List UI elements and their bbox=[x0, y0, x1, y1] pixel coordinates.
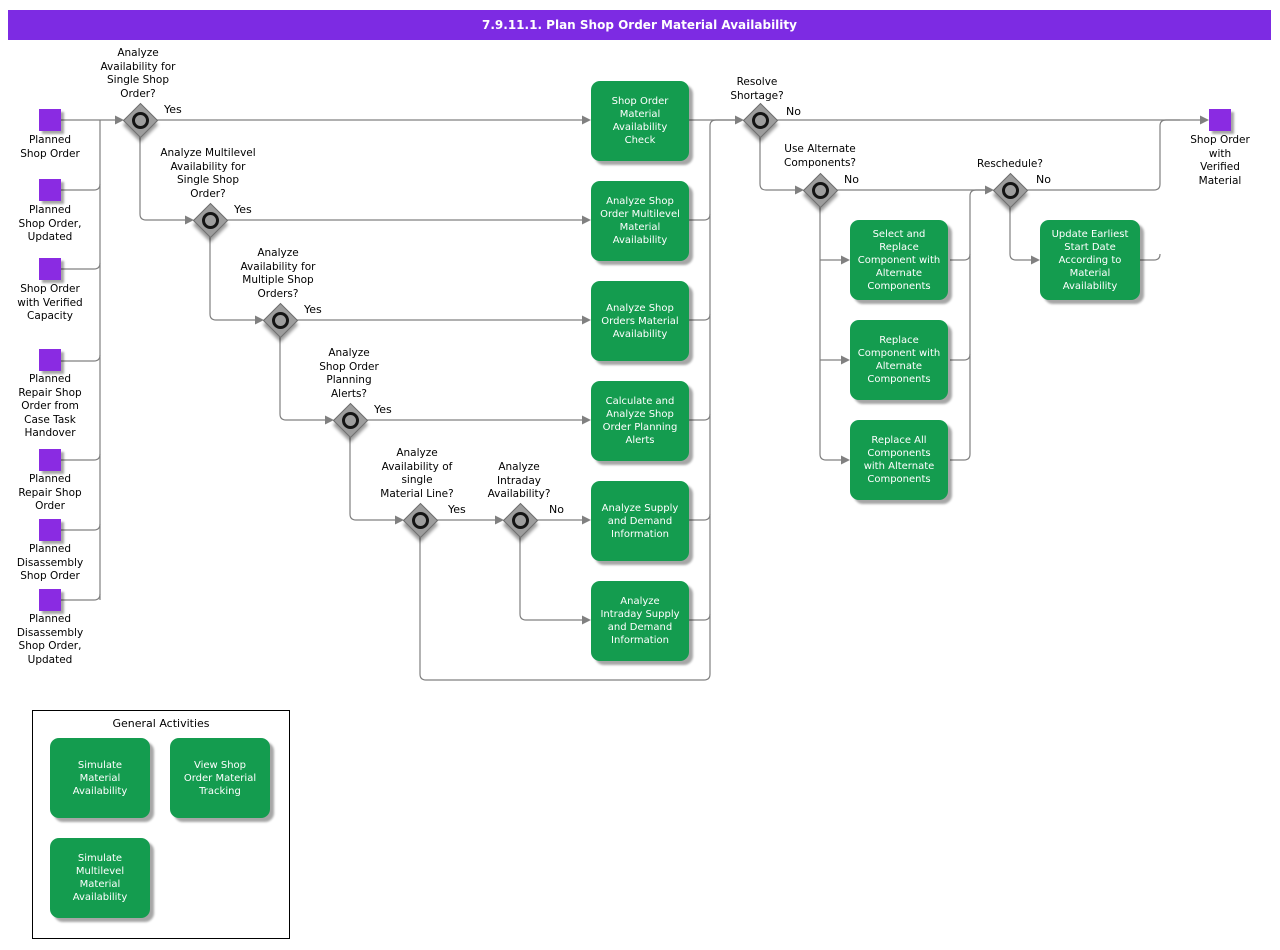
artifact-planned-shop-order[interactable] bbox=[39, 109, 61, 131]
task-label: Simulate Material Availability bbox=[72, 759, 128, 797]
artifact-label: Shop Order with Verified Material bbox=[1190, 134, 1250, 187]
artifact-label: Planned Disassembly Shop Order bbox=[16, 543, 84, 582]
task-label: View Shop Order Material Tracking bbox=[183, 759, 257, 797]
gateway-analyze-multilevel-availability-single-shop-order bbox=[192, 202, 229, 239]
gateway-question: Analyze Intraday Availability? bbox=[487, 461, 551, 500]
gateway-question: Analyze Availability for Single Shop Ord… bbox=[100, 47, 176, 100]
task-label: Analyze Supply and Demand Information bbox=[601, 502, 679, 540]
branch-label: Yes bbox=[304, 303, 322, 316]
gateway-circle-icon bbox=[408, 508, 433, 533]
task-analyze-shop-orders-material-availability[interactable]: Analyze Shop Orders Material Availabilit… bbox=[591, 281, 689, 361]
task-label: Simulate Multilevel Material Availabilit… bbox=[72, 853, 128, 903]
task-replace-component-with-alternate-components[interactable]: Replace Component with Alternate Compone… bbox=[850, 320, 948, 400]
gateway-analyze-availability-single-shop-order bbox=[122, 102, 159, 139]
task-label: Replace Component with Alternate Compone… bbox=[857, 335, 941, 385]
gateway-circle-icon bbox=[508, 508, 533, 533]
gateway-reschedule bbox=[992, 172, 1029, 209]
task-view-shop-order-material-tracking[interactable]: View Shop Order Material Tracking bbox=[170, 738, 270, 818]
task-label: Analyze Shop Orders Material Availabilit… bbox=[601, 302, 679, 340]
artifact-shop-order-with-verified-capacity[interactable] bbox=[39, 258, 61, 280]
gateway-circle-icon bbox=[338, 408, 363, 433]
task-select-and-replace-component-with-alternate-components[interactable]: Select and Replace Component with Altern… bbox=[850, 220, 948, 300]
branch-label: Yes bbox=[234, 203, 252, 216]
task-analyze-intraday-supply-and-demand-information[interactable]: Analyze Intraday Supply and Demand Infor… bbox=[591, 581, 689, 661]
branch-label: No bbox=[844, 173, 859, 186]
task-label: Update Earliest Start Date According to … bbox=[1051, 228, 1129, 292]
branch-label: No bbox=[1036, 173, 1051, 186]
gateway-circle-icon bbox=[198, 208, 223, 233]
task-label: Analyze Shop Order Multilevel Material A… bbox=[600, 196, 680, 246]
artifact-shop-order-with-verified-material[interactable] bbox=[1209, 109, 1231, 131]
artifact-label: Planned Repair Shop Order from Case Task… bbox=[18, 373, 82, 439]
branch-label: Yes bbox=[448, 503, 466, 516]
gateway-analyze-intraday-availability bbox=[502, 502, 539, 539]
artifact-planned-repair-shop-order-from-case-task-handover[interactable] bbox=[39, 349, 61, 371]
diagram-title-bar: 7.9.11.1. Plan Shop Order Material Avail… bbox=[8, 10, 1271, 40]
task-label: Calculate and Analyze Shop Order Plannin… bbox=[602, 396, 678, 446]
task-simulate-multilevel-material-availability[interactable]: Simulate Multilevel Material Availabilit… bbox=[50, 838, 150, 918]
gateway-analyze-availability-single-material-line bbox=[402, 502, 439, 539]
artifact-planned-repair-shop-order[interactable] bbox=[39, 449, 61, 471]
artifact-label: Planned Disassembly Shop Order, Updated bbox=[16, 613, 84, 666]
artifact-planned-disassembly-shop-order[interactable] bbox=[39, 519, 61, 541]
gateway-circle-icon bbox=[748, 108, 773, 133]
task-simulate-material-availability[interactable]: Simulate Material Availability bbox=[50, 738, 150, 818]
artifact-planned-disassembly-shop-order-updated[interactable] bbox=[39, 589, 61, 611]
task-shop-order-material-availability-check[interactable]: Shop Order Material Availability Check bbox=[591, 81, 689, 161]
gateway-analyze-shop-order-planning-alerts bbox=[332, 402, 369, 439]
gateway-question: Analyze Shop Order Planning Alerts? bbox=[319, 347, 379, 400]
task-analyze-shop-order-multilevel-material-availability[interactable]: Analyze Shop Order Multilevel Material A… bbox=[591, 181, 689, 261]
task-calculate-and-analyze-shop-order-planning-alerts[interactable]: Calculate and Analyze Shop Order Plannin… bbox=[591, 381, 689, 461]
branch-label: Yes bbox=[164, 103, 182, 116]
gateway-question: Resolve Shortage? bbox=[730, 76, 784, 102]
gateway-analyze-availability-multiple-shop-orders bbox=[262, 302, 299, 339]
artifact-label: Planned Repair Shop Order bbox=[18, 473, 82, 512]
gateway-circle-icon bbox=[128, 108, 153, 133]
gateway-circle-icon bbox=[808, 178, 833, 203]
branch-label: No bbox=[786, 105, 801, 118]
gateway-question: Analyze Availability for Multiple Shop O… bbox=[240, 247, 316, 300]
task-label: Shop Order Material Availability Check bbox=[611, 96, 669, 146]
task-replace-all-components-with-alternate-components[interactable]: Replace All Components with Alternate Co… bbox=[850, 420, 948, 500]
branch-label: No bbox=[549, 503, 564, 516]
artifact-label: Shop Order with Verified Capacity bbox=[17, 283, 83, 322]
gateway-question: Use Alternate Components? bbox=[783, 143, 856, 169]
general-activities-title: General Activities bbox=[112, 717, 210, 730]
task-label: Analyze Intraday Supply and Demand Infor… bbox=[600, 596, 680, 646]
gateway-question: Analyze Multilevel Availability for Sing… bbox=[160, 147, 256, 200]
gateway-circle-icon bbox=[998, 178, 1023, 203]
task-label: Select and Replace Component with Altern… bbox=[857, 228, 941, 292]
task-update-earliest-start-date-according-to-material-availability[interactable]: Update Earliest Start Date According to … bbox=[1040, 220, 1140, 300]
gateway-use-alternate-components bbox=[802, 172, 839, 209]
gateway-question: Analyze Availability of single Material … bbox=[380, 447, 454, 500]
gateway-resolve-shortage bbox=[742, 102, 779, 139]
artifact-label: Planned Shop Order, Updated bbox=[18, 204, 82, 243]
diagram-title: 7.9.11.1. Plan Shop Order Material Avail… bbox=[482, 18, 797, 32]
artifact-planned-shop-order-updated[interactable] bbox=[39, 179, 61, 201]
gateway-question: Reschedule? bbox=[977, 158, 1043, 170]
branch-label: Yes bbox=[374, 403, 392, 416]
gateway-circle-icon bbox=[268, 308, 293, 333]
task-label: Replace All Components with Alternate Co… bbox=[863, 435, 935, 485]
general-activities-container bbox=[32, 710, 290, 939]
task-analyze-supply-and-demand-information[interactable]: Analyze Supply and Demand Information bbox=[591, 481, 689, 561]
artifact-label: Planned Shop Order bbox=[20, 134, 80, 160]
